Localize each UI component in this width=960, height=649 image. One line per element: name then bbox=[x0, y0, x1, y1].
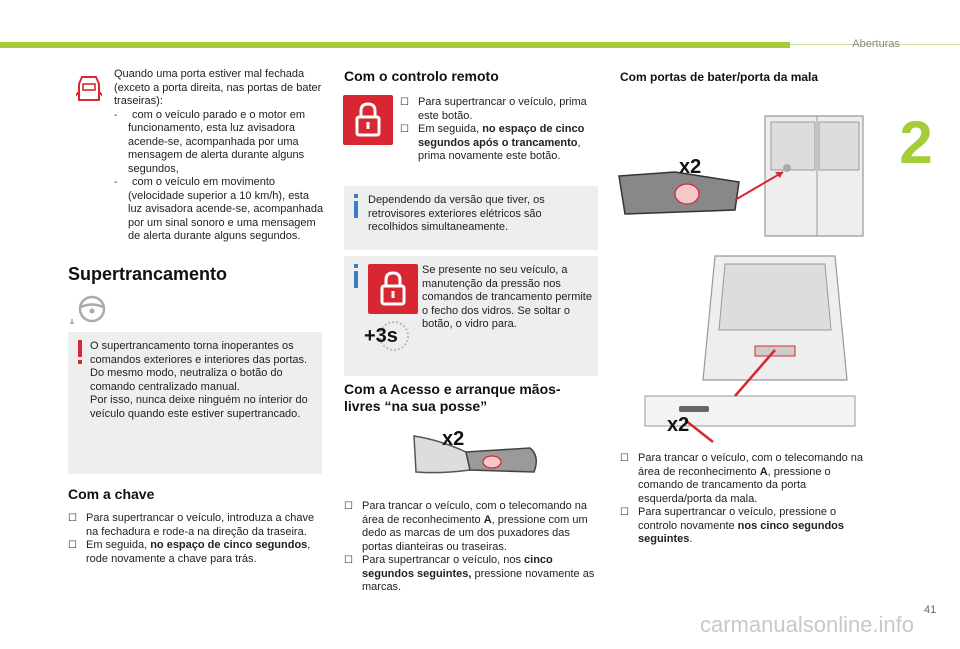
warning-exclamation-icon bbox=[74, 340, 86, 366]
door-warning-dash-2: -com o veículo em movimento (velocidade … bbox=[114, 176, 324, 242]
keyless-bullet-2: ☐Para supertrancar o veículo, nos cinco … bbox=[344, 554, 595, 593]
rear-doors-title: Com portas de bater/porta da mala bbox=[620, 70, 819, 84]
warning-box-text: O supertrancamento torna inoperantes os … bbox=[90, 340, 314, 421]
chave-bullet-1: ☐Para supertrancar o veículo, introduza … bbox=[68, 512, 315, 538]
page-number: 41 bbox=[924, 604, 937, 616]
info-icon bbox=[350, 264, 362, 290]
padlock-icon bbox=[343, 95, 393, 145]
chave-instructions: ☐Para supertrancar o veículo, introduza … bbox=[68, 512, 322, 566]
chave-title: Com a chave bbox=[68, 486, 155, 502]
rear-bullet-1: ☐Para trancar o veículo, com o telecoman… bbox=[620, 452, 864, 505]
supertrancamento-title: Supertrancamento bbox=[68, 264, 228, 284]
keyless-title: Com a Acesso e arranque mãos-livres “na … bbox=[344, 381, 561, 414]
remote-bullet-2: ☐Em seguida, no espaço de cinco segundos… bbox=[400, 123, 585, 162]
header-divider bbox=[790, 44, 960, 45]
info-box-windows: +3s Se presente no seu veículo, a manute… bbox=[344, 256, 598, 376]
section-label: Aberturas bbox=[852, 38, 900, 50]
remote-instructions: ☐Para supertrancar o veículo, prima este… bbox=[400, 96, 598, 164]
steering-wheel-icon bbox=[68, 293, 112, 329]
remote-title: Com o controlo remoto bbox=[344, 68, 499, 84]
info-windows-text: Se presente no seu veículo, a manutenção… bbox=[422, 264, 592, 330]
badge-x2-top: x2 bbox=[679, 156, 702, 178]
badge-x2-bottom: x2 bbox=[667, 414, 690, 436]
door-warning-dash-1: -com o veículo parado e o motor em funci… bbox=[114, 108, 306, 175]
door-open-warning-icon bbox=[74, 74, 104, 104]
remote-bullet-1: ☐Para supertrancar o veículo, prima este… bbox=[400, 96, 587, 122]
door-warning-text: Quando uma porta estiver mal fechada (ex… bbox=[114, 68, 326, 244]
warning-text-2: Do mesmo modo, neutraliza o botão do com… bbox=[90, 367, 283, 393]
rear-bullet-2: ☐Para supertrancar o veículo, pressione … bbox=[620, 506, 845, 545]
hold-timer-label: +3s bbox=[364, 325, 398, 347]
info-box-mirrors: Dependendo da versão que tiver, os retro… bbox=[344, 186, 598, 250]
door-warning-intro: Quando uma porta estiver mal fechada (ex… bbox=[114, 68, 322, 107]
chave-bullet-2: ☐Em seguida, no espaço de cinco segundos… bbox=[68, 539, 311, 565]
rear-instructions: ☐Para trancar o veículo, com o telecoman… bbox=[620, 452, 874, 547]
keyless-bullet-1: ☐Para trancar o veículo, com o telecoman… bbox=[344, 500, 588, 553]
van-rear-illustration: x2 bbox=[615, 110, 865, 240]
warning-text-3: Por isso, nunca deixe ninguém no interio… bbox=[90, 394, 308, 420]
warning-text-1: O supertrancamento torna inoperantes os … bbox=[90, 340, 308, 366]
padlock-icon bbox=[368, 264, 418, 314]
info-mirrors-text: Dependendo da versão que tiver, os retro… bbox=[368, 194, 545, 233]
hold-timer-badge: +3s bbox=[360, 318, 414, 354]
info-icon bbox=[350, 194, 362, 220]
keyless-instructions: ☐Para trancar o veículo, com o telecoman… bbox=[344, 500, 598, 595]
keyless-badge: x2 bbox=[442, 428, 465, 450]
supertrancamento-warning-box: O supertrancamento torna inoperantes os … bbox=[68, 332, 322, 474]
van-tailgate-illustration: x2 bbox=[615, 250, 865, 445]
chapter-number: 2 bbox=[899, 109, 933, 176]
watermark: carmanualsonline.info bbox=[700, 612, 915, 637]
hand-handle-illustration: x2 bbox=[410, 426, 560, 492]
header-accent-bar bbox=[0, 42, 790, 48]
